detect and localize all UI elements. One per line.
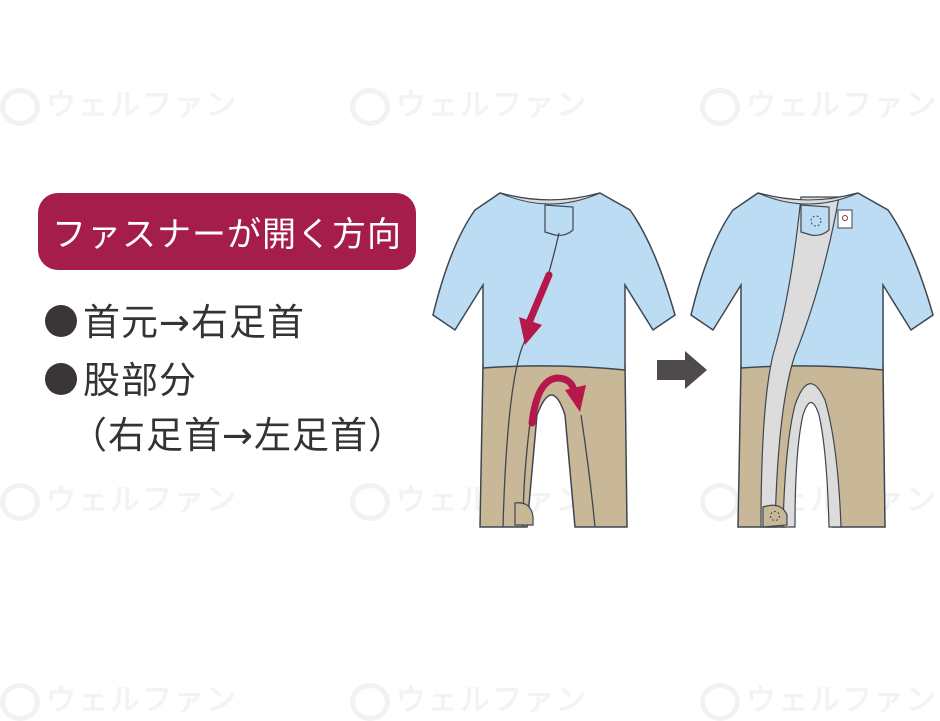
list-item: 股部分 [45,350,197,404]
list-item: 首元→右足首 [45,292,305,346]
open-zipper-band [760,196,840,528]
watermark: ウェルファン [0,675,238,721]
title-text: ファスナーが開く方向 [52,215,402,255]
crotch-direction-arrow [528,374,579,427]
list-item: （右足首→左足首） [70,414,407,457]
romper-closed-illustration [432,192,676,528]
right-arrow-icon [657,351,707,389]
romper-opened-illustration [690,192,934,528]
title-badge: ファスナーが開く方向 [38,193,416,270]
watermark: ウェルファン [0,80,238,126]
bullet-icon [45,305,77,337]
watermark: ウェルファン [0,475,238,521]
bullet-icon [45,363,77,395]
watermark: ウェルファン [350,80,588,126]
watermark: ウェルファン [700,80,938,126]
watermark: ウェルファン [350,675,588,721]
watermark: ウェルファン [700,675,938,721]
zipper-direction-arrow [524,271,553,329]
